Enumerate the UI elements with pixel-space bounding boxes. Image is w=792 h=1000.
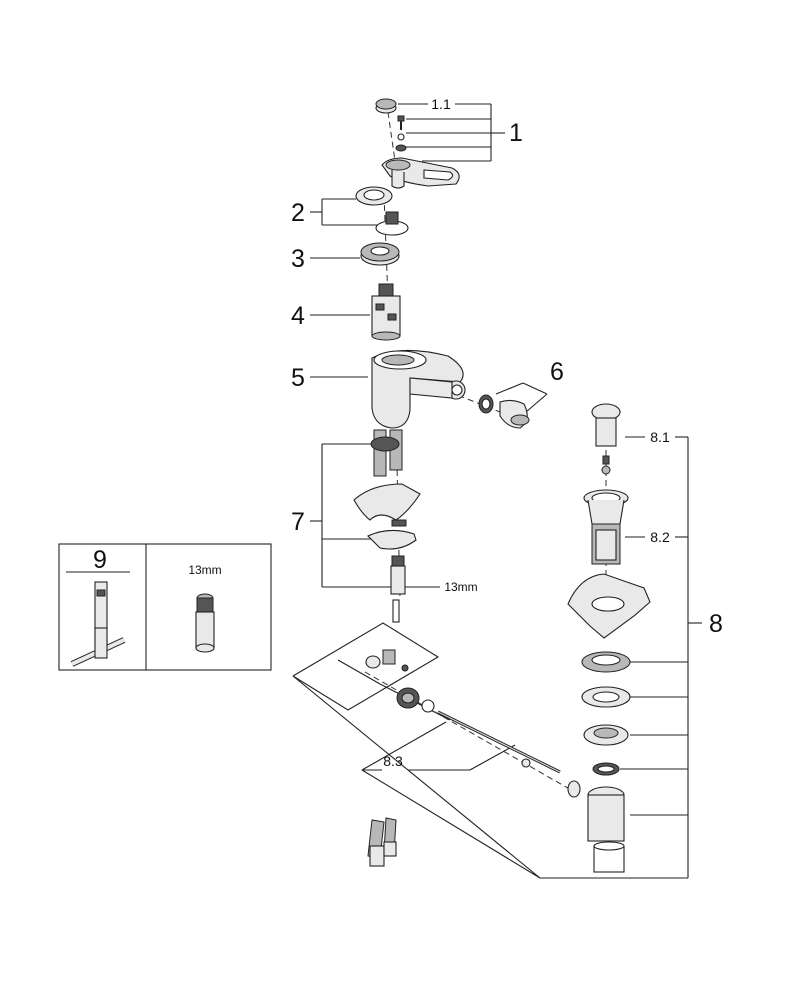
nut-washer-icon (583, 724, 629, 746)
label-8: 8 (709, 610, 723, 638)
label-7: 7 (291, 508, 305, 536)
washer-2-icon (581, 686, 631, 708)
washer-1-icon (581, 651, 631, 673)
label-9-size: 13mm (188, 563, 221, 577)
label-4: 4 (291, 302, 305, 330)
label-3: 3 (291, 245, 305, 273)
linkage-clip-icon (365, 649, 409, 672)
adapter-2-icon (375, 211, 409, 236)
label-2: 2 (291, 199, 305, 227)
faucet-parts (353, 98, 561, 867)
label-1-1: 1.1 (431, 96, 451, 112)
label-8-3: 8.3 (383, 753, 403, 769)
label-1: 1 (509, 119, 523, 147)
flex-hoses-icon (370, 429, 403, 477)
tailpiece-icon (567, 780, 625, 873)
screw-icon (395, 115, 407, 152)
drain-parts (567, 403, 651, 873)
label-9: 9 (93, 546, 107, 574)
mounting-plate-7-icon (353, 483, 421, 550)
cartridge-4-icon (371, 283, 401, 341)
label-6: 6 (550, 358, 564, 386)
faucet-body-5-icon (371, 349, 466, 429)
leader-lines (292, 103, 702, 879)
label-5: 5 (291, 364, 305, 392)
hex-bit-icon (195, 593, 215, 653)
tool-inset-box: 9 13mm (58, 543, 272, 671)
nozzle-6-icon (478, 394, 530, 429)
t-handle-tool-icon (70, 581, 126, 667)
callout-labels: 1.1 1 2 3 4 5 6 7 13mm 8.1 8.2 8 8.3 (291, 96, 723, 769)
pull-rod-icon (437, 710, 561, 774)
lever-handle-icon (381, 157, 460, 189)
drain-body-8-2-icon (583, 489, 629, 565)
threaded-stud-7-icon (390, 555, 406, 623)
label-8-1: 8.1 (650, 429, 670, 445)
ring-2-icon (355, 186, 393, 206)
basin-section-icon (567, 573, 651, 639)
knob-icon (396, 687, 435, 713)
nut-3-icon (360, 242, 400, 266)
popup-plug-8-1-icon (591, 403, 621, 475)
label-7-size: 13mm (444, 580, 477, 594)
o-ring-icon (592, 762, 620, 776)
hose-set-icon (367, 817, 397, 867)
label-8-2: 8.2 (650, 529, 670, 545)
cap-1-1-icon (375, 98, 397, 114)
